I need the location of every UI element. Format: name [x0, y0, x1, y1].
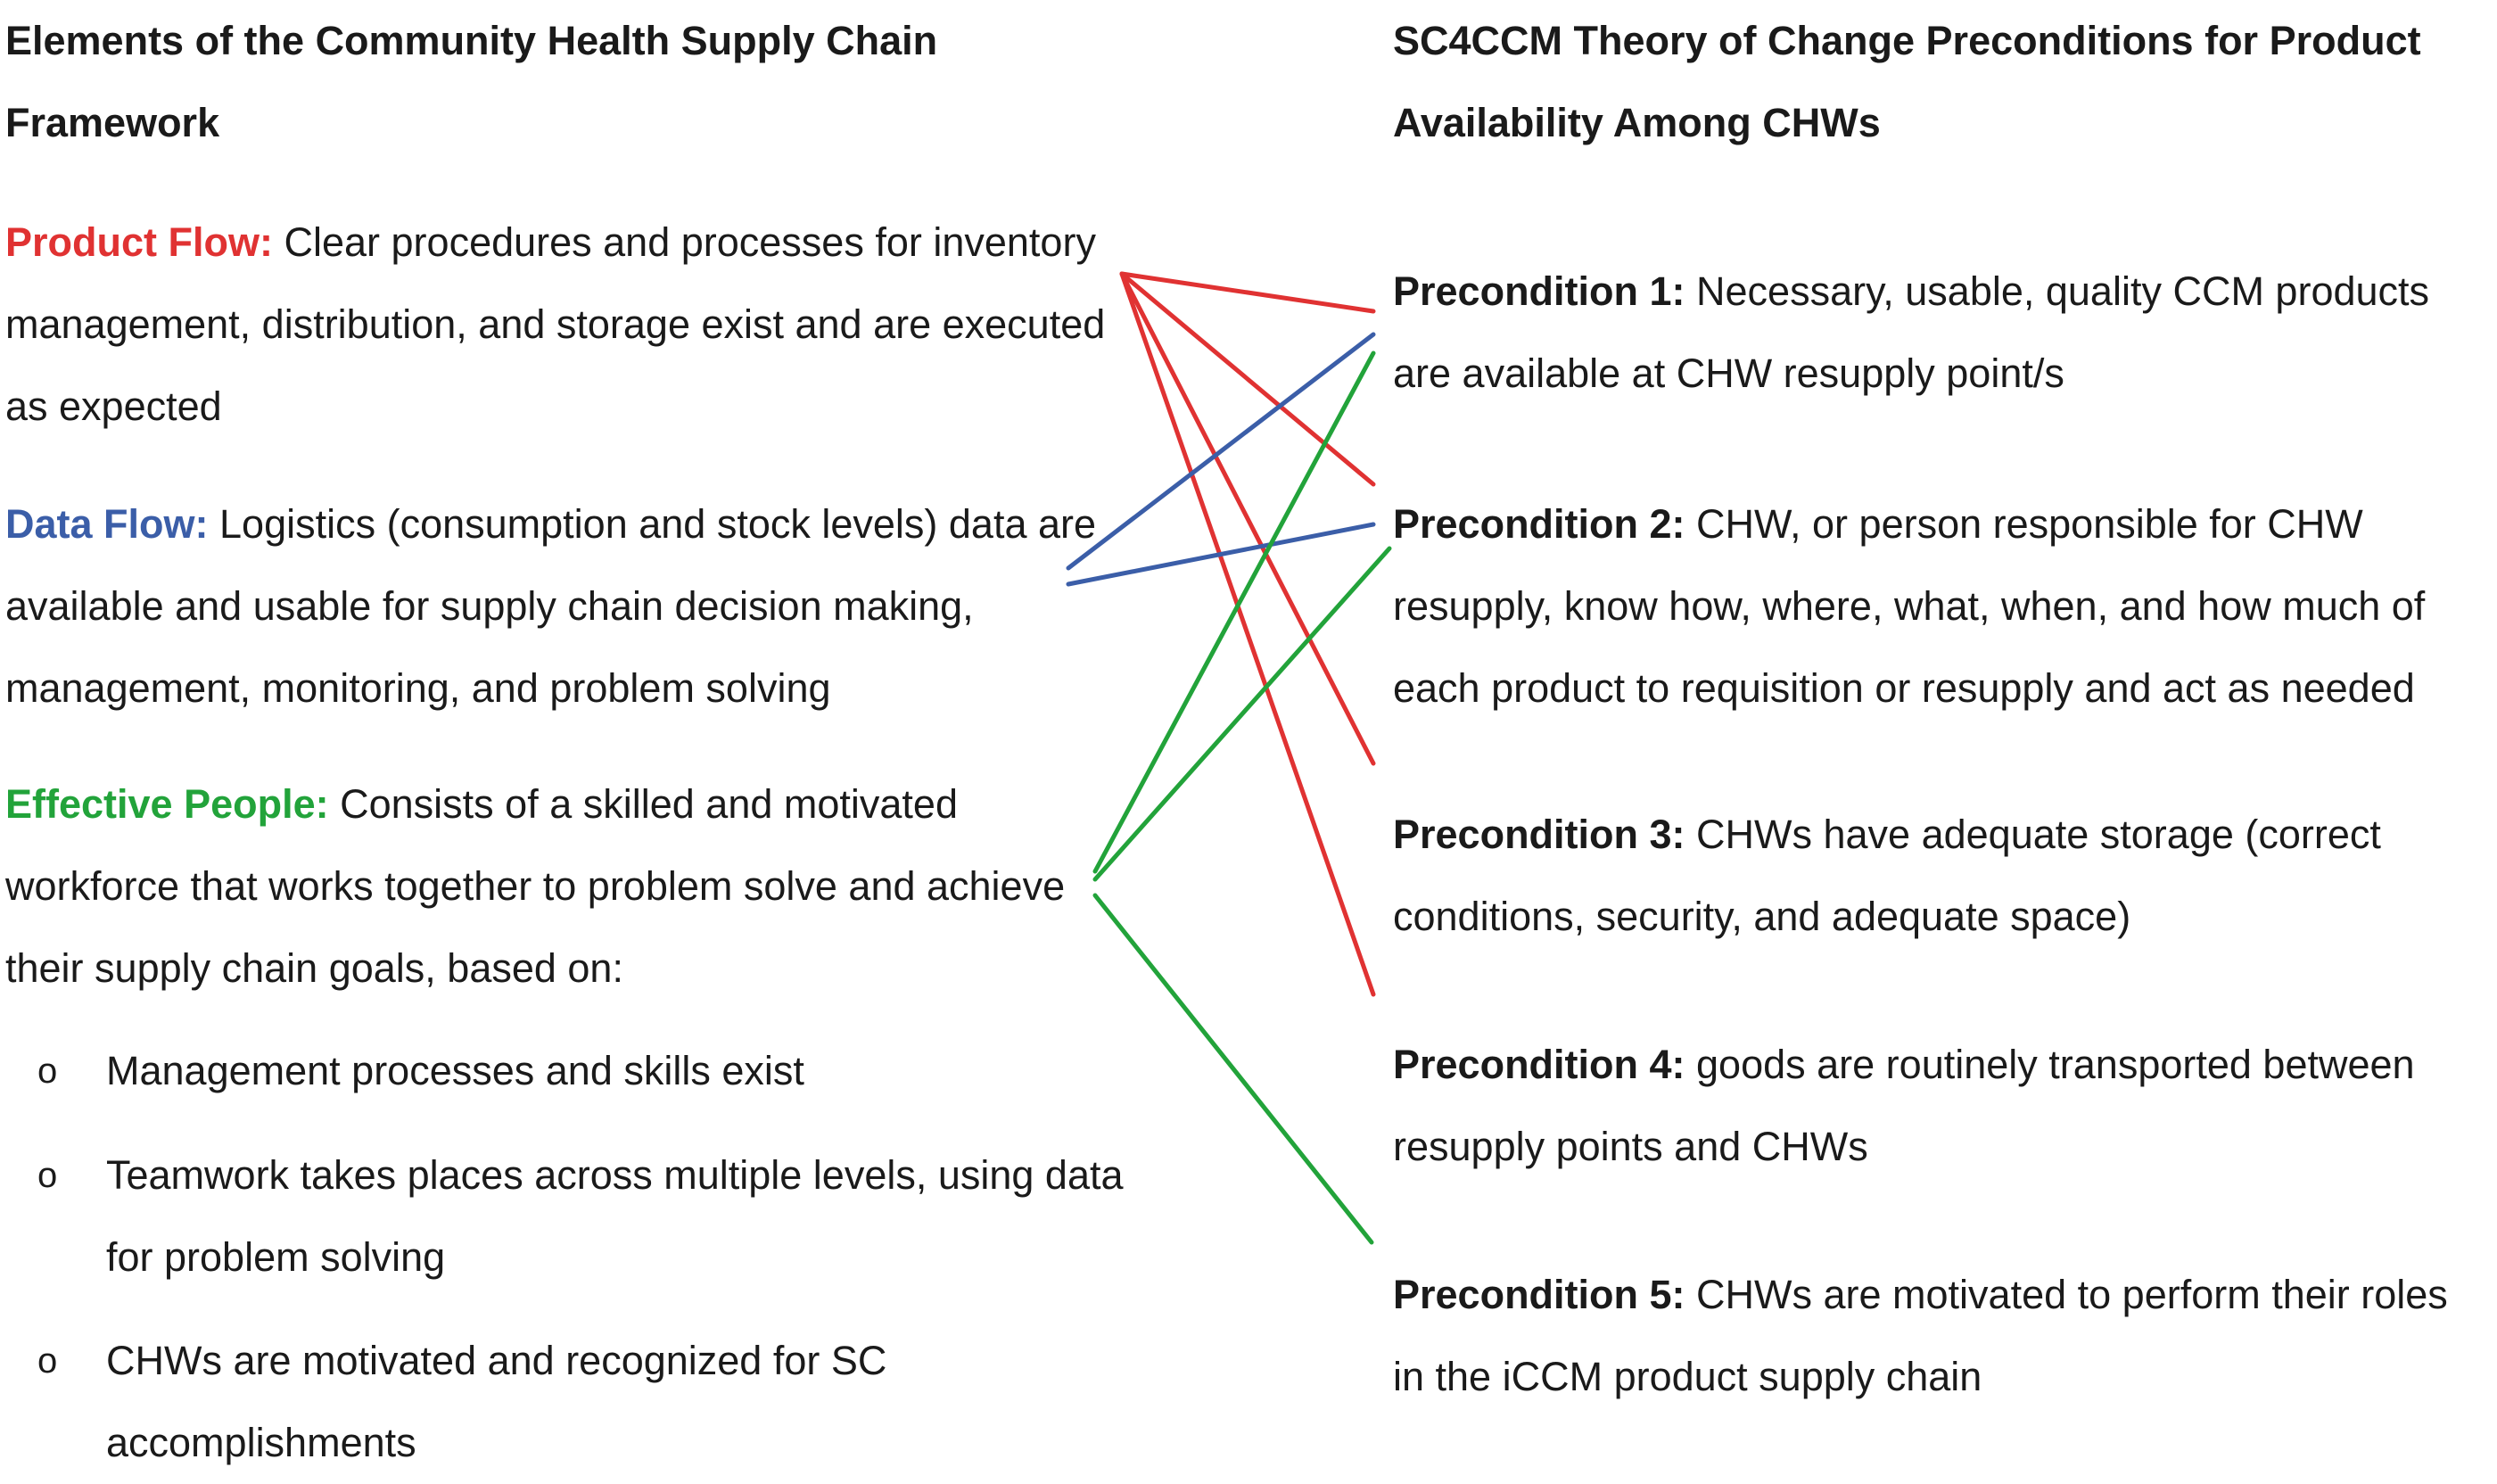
bullet-text: Management processes and skills exist: [106, 1048, 804, 1093]
bullet-circle-icon: o: [37, 1341, 58, 1381]
link-product-flow-precondition-3: [1119, 271, 1376, 766]
data-flow-label: Data Flow:: [5, 501, 209, 547]
link-product-flow-precondition-2: [1119, 271, 1376, 487]
framework-heading: Elements of the Community Health Supply …: [5, 18, 938, 145]
product-flow-element: Product Flow: Clear procedures and proce…: [5, 202, 1129, 448]
effective-people-text: Consists of a skilled and motivated work…: [5, 781, 1066, 991]
bullet-text: Teamwork takes places across multiple le…: [106, 1152, 1124, 1280]
precondition-3-text: CHWs have adequate storage (correct cond…: [1393, 812, 2381, 939]
bullet-circle-icon: o: [37, 1156, 58, 1195]
link-effective-people-precondition-5: [1092, 893, 1374, 1245]
product-flow-label: Product Flow:: [5, 219, 273, 265]
precondition-1: Precondition 1: Necessary, usable, quali…: [1393, 251, 2490, 415]
bullet-text: CHWs are motivated and recognized for SC…: [106, 1338, 887, 1465]
precondition-3: Precondition 3: CHWs have adequate stora…: [1393, 794, 2490, 958]
data-flow-text: Logistics (consumption and stock levels)…: [5, 501, 1097, 711]
bullet-item: o Teamwork takes places across multiple …: [5, 1134, 1129, 1298]
precondition-2-label: Precondition 2:: [1393, 501, 1685, 547]
precondition-1-label: Precondition 1:: [1393, 268, 1685, 314]
precondition-3-label: Precondition 3:: [1393, 812, 1685, 857]
preconditions-heading: SC4CCM Theory of Change Preconditions fo…: [1393, 18, 2421, 145]
data-flow-element: Data Flow: Logistics (consumption and st…: [5, 483, 1129, 730]
precondition-4-text: goods are routinely transported between …: [1393, 1042, 2415, 1169]
link-effective-people-precondition-2: [1092, 546, 1392, 882]
product-flow-text: Clear procedures and processes for inven…: [5, 219, 1106, 429]
bullet-circle-icon: o: [37, 1051, 58, 1091]
effective-people-label: Effective People:: [5, 781, 329, 827]
precondition-4: Precondition 4: goods are routinely tran…: [1393, 1024, 2490, 1188]
precondition-1-text: Necessary, usable, quality CCM products …: [1393, 268, 2430, 396]
precondition-2: Precondition 2: CHW, or person responsib…: [1393, 483, 2490, 730]
link-effective-people-precondition-1: [1092, 350, 1376, 874]
precondition-2-text: CHW, or person responsible for CHW resup…: [1393, 501, 2426, 711]
bullet-item: o CHWs are motivated and recognized for …: [5, 1320, 1129, 1484]
effective-people-element: Effective People: Consists of a skilled …: [5, 763, 1129, 1010]
precondition-4-label: Precondition 4:: [1393, 1042, 1685, 1087]
link-product-flow-precondition-4: [1119, 271, 1376, 997]
precondition-5-text: CHWs are motivated to perform their role…: [1393, 1272, 2448, 1399]
precondition-5: Precondition 5: CHWs are motivated to pe…: [1393, 1254, 2490, 1418]
precondition-5-label: Precondition 5:: [1393, 1272, 1685, 1317]
link-product-flow-precondition-1: [1119, 271, 1376, 314]
bullet-item: o Management processes and skills exist: [5, 1030, 1129, 1112]
